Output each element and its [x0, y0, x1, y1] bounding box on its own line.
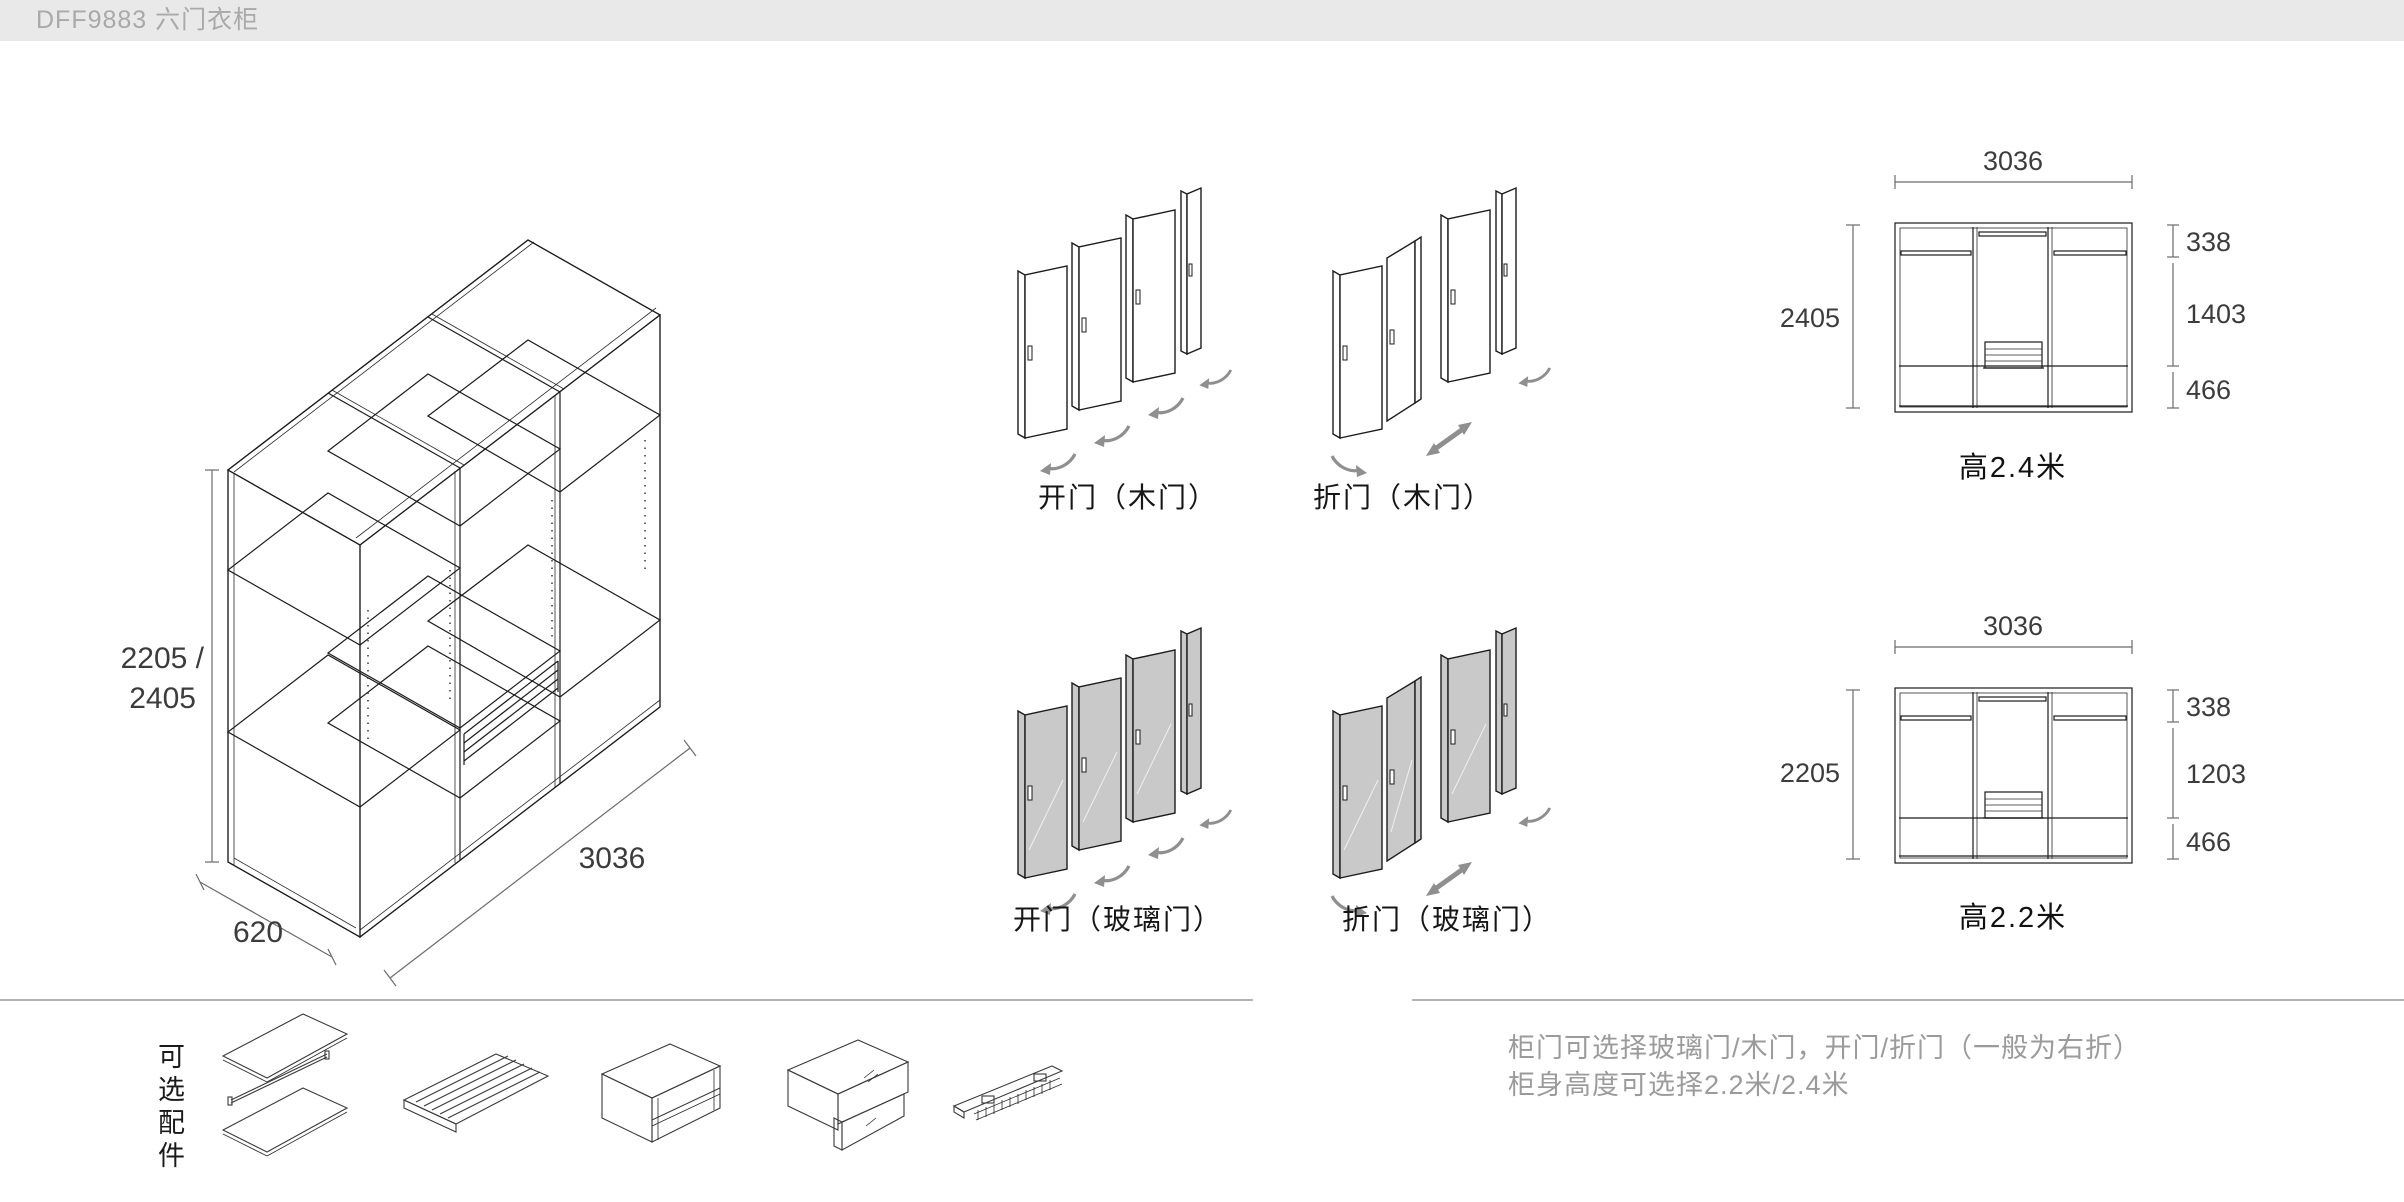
- divider-right: [1412, 999, 2404, 1001]
- depth-dimension: 620: [195, 873, 337, 966]
- elevation-2-2m-drawing: 3036 2205 338 1203 466 高2.2米: [1780, 611, 2246, 934]
- door-option-glass-fold-icon: [1330, 626, 1552, 919]
- elev-tall-seg-bottom: 466: [2186, 375, 2231, 405]
- note-line-2: 柜身高度可选择2.2米/2.4米: [1508, 1070, 1850, 1100]
- shelf-pair-with-hanging-rod-icon: [221, 1013, 349, 1157]
- width-dim-text: 3036: [579, 842, 646, 875]
- label-glass-open: 开门（玻璃门）: [1013, 904, 1224, 935]
- header-bar: DFF9883 六门衣柜: [0, 0, 2404, 41]
- width-dimension: 3036: [383, 739, 697, 987]
- wardrobe-isometric-drawing: 2205 / 2405 620 3036: [121, 239, 697, 987]
- door-option-glass-open-icon: [1017, 626, 1233, 917]
- elev-tall-width: 3036: [1983, 146, 2043, 176]
- hanging-rods: [1900, 696, 2127, 721]
- page-title: DFF9883 六门衣柜: [36, 6, 260, 34]
- divider-left: [0, 999, 1253, 1001]
- door-option-wood-fold-icon: [1330, 186, 1552, 479]
- label-wood-fold: 折门（木门）: [1313, 482, 1494, 513]
- note-line-1: 柜门可选择玻璃门/木门，开门/折门（一般为右折）: [1508, 1033, 2142, 1063]
- elev-short-caption: 高2.2米: [1959, 901, 2067, 934]
- elev-short-seg-bottom: 466: [2186, 827, 2231, 857]
- hanging-rods: [1900, 231, 2127, 256]
- open-shelf-insert-icon: [600, 1043, 722, 1143]
- label-glass-fold: 折门（玻璃门）: [1342, 904, 1553, 935]
- elev-short-seg-top: 338: [2186, 692, 2231, 722]
- product-notes: 柜门可选择玻璃门/木门，开门/折门（一般为右折） 柜身高度可选择2.2米/2.4…: [1508, 1030, 2141, 1104]
- label-wood-open: 开门（木门）: [1038, 482, 1219, 513]
- elev-short-width: 3036: [1983, 611, 2043, 641]
- trouser-rack-detail: [463, 660, 559, 765]
- segment-dim-lines: [2167, 224, 2179, 409]
- height-dimension: 2205 / 2405: [121, 469, 219, 863]
- glass-door-panels: [1332, 626, 1517, 880]
- elev-short-seg-mid: 1203: [2186, 759, 2246, 789]
- segment-dim-lines: [2167, 689, 2179, 860]
- wood-door-panels: [1332, 186, 1517, 440]
- elev-tall-seg-top: 338: [2186, 227, 2231, 257]
- depth-dim-text: 620: [233, 916, 283, 949]
- trouser-rack-front: [1983, 791, 2044, 819]
- elev-short-height: 2205: [1780, 758, 1840, 788]
- door-option-wood-open-icon: [1017, 186, 1233, 477]
- drawer-insert-icon: [786, 1039, 910, 1151]
- trouser-rack-front: [1983, 341, 2044, 369]
- height-dim-text-2: 2405: [129, 682, 196, 715]
- elevation-2-4m-drawing: 3036 2405 338 1403 466 高2.4米: [1780, 146, 2246, 484]
- elev-tall-seg-mid: 1403: [2186, 299, 2246, 329]
- height-dim-text-1: 2205 /: [121, 642, 205, 675]
- trouser-rack-icon: [402, 1053, 550, 1133]
- tie-belt-rack-icon: [952, 1065, 1064, 1121]
- wood-door-panels: [1017, 186, 1202, 440]
- accessories-label: 可选配件: [154, 1042, 184, 1174]
- elev-tall-height: 2405: [1780, 303, 1840, 333]
- elev-tall-caption: 高2.4米: [1959, 451, 2067, 484]
- glass-door-panels: [1017, 626, 1202, 880]
